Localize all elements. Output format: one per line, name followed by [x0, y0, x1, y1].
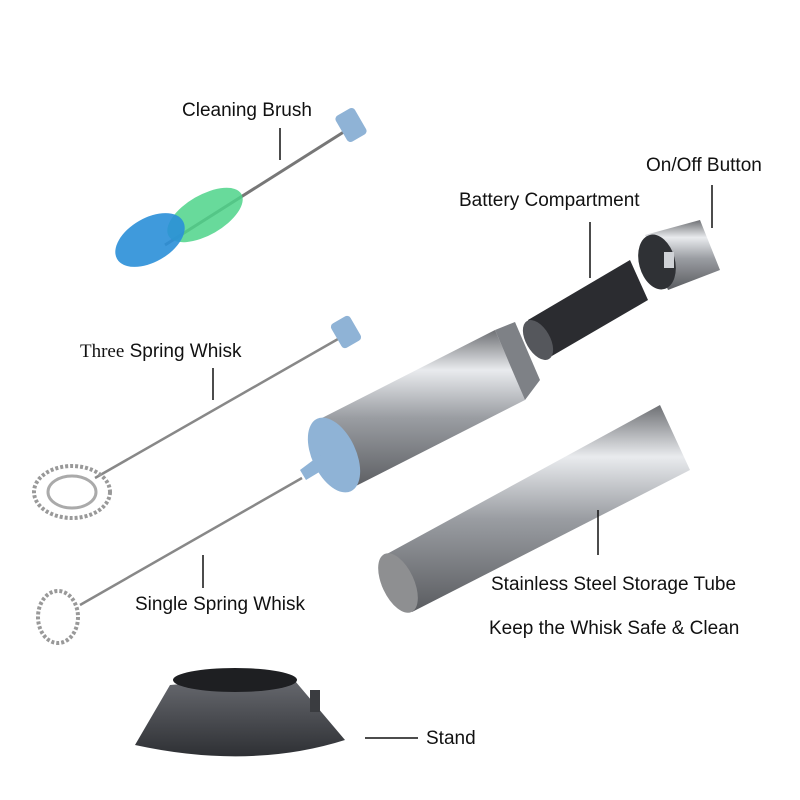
single-spring-whisk: [36, 476, 303, 645]
stand: [135, 668, 345, 757]
label-cleaning-brush: Cleaning Brush: [182, 100, 312, 121]
label-spring-whisk: Spring Whisk: [129, 341, 242, 362]
label-storage-tube-note: Keep the Whisk Safe & Clean: [489, 618, 740, 639]
three-spring-whisk: [32, 315, 362, 520]
label-three-word: Three: [80, 341, 125, 362]
label-stand: Stand: [426, 728, 476, 749]
battery-compartment: [522, 260, 648, 360]
label-battery-compartment: Battery Compartment: [459, 190, 640, 211]
storage-tube: [378, 405, 690, 613]
label-storage-tube: Stainless Steel Storage Tube: [491, 574, 737, 595]
cleaning-brush: [115, 107, 367, 267]
frother-body: [300, 322, 540, 493]
label-on-off-button: On/Off Button: [646, 155, 762, 176]
label-three-spring-whisk: Three Spring Whisk: [80, 341, 242, 363]
on-off-cap: [638, 220, 720, 290]
label-single-spring-whisk: Single Spring Whisk: [135, 594, 306, 615]
